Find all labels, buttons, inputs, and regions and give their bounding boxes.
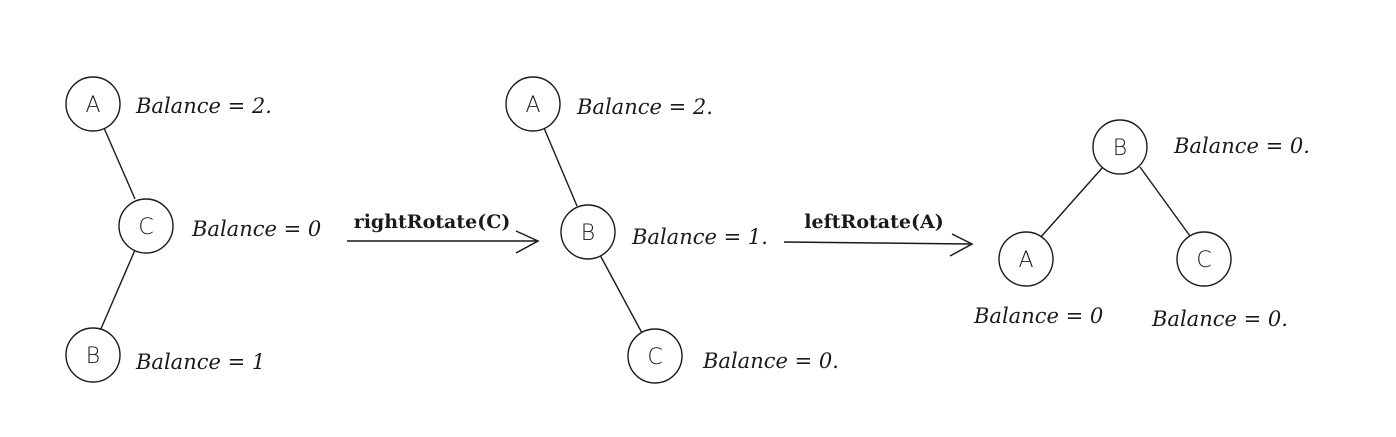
balance-label: Balance = 0. <box>702 349 839 373</box>
tree-1: A Balance = 2. C Balance = 0 B Balance =… <box>65 76 321 383</box>
arrowhead-icon <box>949 233 974 257</box>
balance-label: Balance = 2. <box>576 95 713 119</box>
tree-2-node-b: B <box>560 204 616 260</box>
edge-c-b <box>99 249 136 332</box>
node-letter: C <box>138 215 153 240</box>
arrowhead-icon <box>515 230 540 254</box>
balance-label: Balance = 0 <box>191 217 321 241</box>
node-letter: C <box>647 345 662 370</box>
balance-label: Balance = 0. <box>1173 134 1310 158</box>
edge-b-a <box>1039 166 1104 239</box>
node-letter: A <box>525 93 540 118</box>
edge-a-b <box>543 127 578 207</box>
node-letter: A <box>85 93 100 118</box>
tree-1-node-c: C <box>118 198 174 254</box>
balance-label: Balance = 1. <box>631 225 768 249</box>
operation-right-rotate: rightRotate(C) <box>347 211 540 254</box>
tree-3-node-c: C <box>1176 231 1232 287</box>
edge-a-c <box>103 127 136 200</box>
tree-3: B Balance = 0. A Balance = 0 C Balance =… <box>973 119 1310 331</box>
tree-2-node-a: A <box>505 76 561 132</box>
tree-1-node-a: A <box>65 76 121 132</box>
tree-2: A Balance = 2. B Balance = 1. C Balance … <box>505 76 839 384</box>
node-letter: C <box>1196 248 1211 273</box>
operation-label: rightRotate(C) <box>354 211 511 233</box>
operation-label: leftRotate(A) <box>804 211 943 233</box>
tree-2-node-c: C <box>627 328 683 384</box>
operation-left-rotate: leftRotate(A) <box>783 211 974 257</box>
edge-b-c <box>1139 166 1191 237</box>
arrow-line <box>783 241 971 245</box>
tree-3-node-a: A <box>998 231 1054 287</box>
balance-label: Balance = 0 <box>973 304 1103 328</box>
balance-label: Balance = 0. <box>1151 307 1288 331</box>
balance-label: Balance = 1 <box>135 350 265 374</box>
node-letter: B <box>1113 136 1127 161</box>
edge-b-c <box>599 254 643 334</box>
node-letter: B <box>581 221 595 246</box>
tree-3-node-b: B <box>1092 119 1148 175</box>
node-letter: B <box>86 344 100 369</box>
tree-1-node-b: B <box>65 327 121 383</box>
node-letter: A <box>1018 248 1033 273</box>
balance-label: Balance = 2. <box>135 94 272 118</box>
